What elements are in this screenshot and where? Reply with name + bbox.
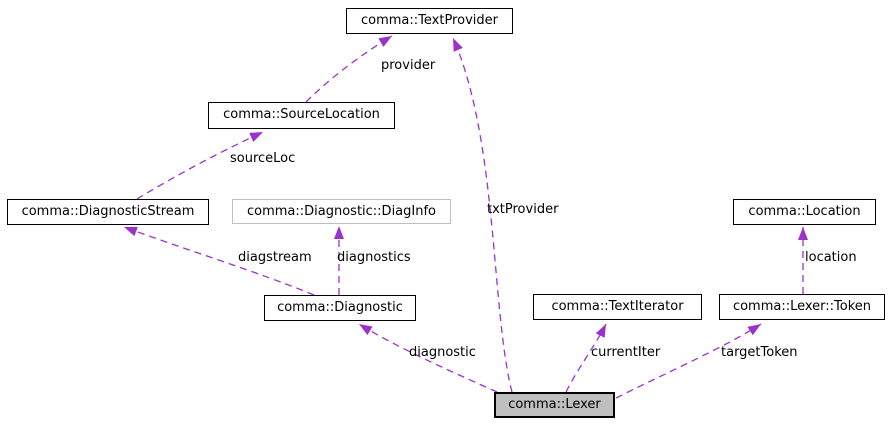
edge-label-txtprovider: txtProvider [487, 202, 559, 217]
node-comma-sourcelocation[interactable]: comma::SourceLocation [208, 102, 395, 129]
edge-label-sourceloc: sourceLoc [230, 151, 296, 166]
node-comma-lexer: comma::Lexer [494, 392, 615, 418]
node-comma-diagnostic-diaginfo: comma::Diagnostic::DiagInfo [232, 199, 451, 224]
edge-label-location: location [805, 250, 857, 265]
edge-label-currentiter: currentIter [591, 345, 661, 360]
node-comma-diagnostic[interactable]: comma::Diagnostic [264, 295, 416, 321]
edge-label-provider: provider [381, 58, 436, 73]
edge-diagnostic-line [358, 323, 498, 393]
edge-txtprovider-line [452, 37, 513, 393]
edge-label-targettoken: targetToken [721, 345, 798, 360]
edge-targettoken-line [615, 323, 762, 399]
edge-provider-line [305, 35, 393, 103]
edge-label-diagstream: diagstream [238, 250, 312, 265]
node-comma-diagnosticstream[interactable]: comma::DiagnosticStream [7, 199, 209, 225]
node-comma-textiterator[interactable]: comma::TextIterator [533, 294, 702, 320]
edge-label-diagnostic: diagnostic [409, 345, 476, 360]
edge-currentiter-line [565, 323, 607, 393]
edge-diagstream-line [123, 226, 315, 296]
node-comma-textprovider[interactable]: comma::TextProvider [346, 8, 513, 34]
edge-sourceloc-line [136, 131, 264, 200]
edge-label-diagnostics: diagnostics [337, 250, 411, 265]
node-comma-lexer-token[interactable]: comma::Lexer::Token [719, 294, 885, 320]
node-comma-location[interactable]: comma::Location [733, 199, 876, 225]
